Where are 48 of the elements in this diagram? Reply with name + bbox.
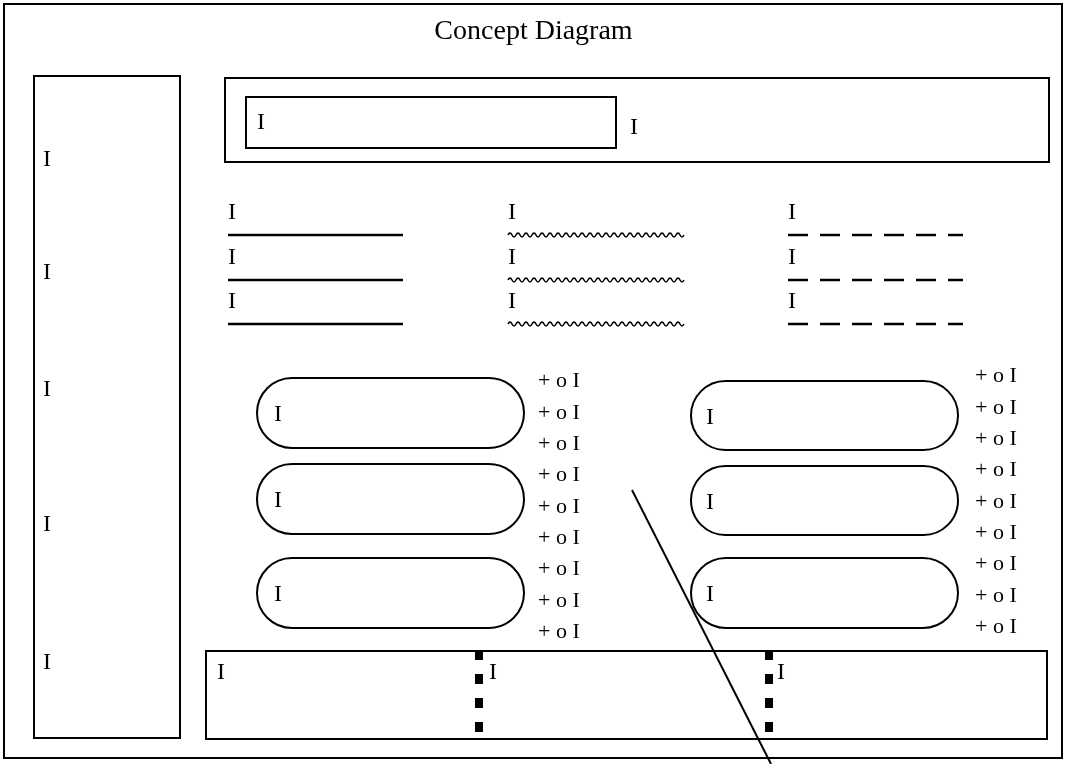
box-label: I [777, 658, 785, 684]
side-note: + o I [538, 367, 580, 393]
side-note: + o I [538, 461, 580, 487]
side-note: + o I [975, 581, 1017, 608]
box-label: I [706, 403, 714, 429]
box-label: I [489, 658, 497, 684]
field-label: I [228, 287, 236, 313]
field-label: I [228, 243, 236, 269]
side-note: + o I [975, 519, 1017, 545]
rounded-box [690, 557, 959, 629]
side-note: + o I [538, 555, 580, 581]
box-label: I [43, 375, 51, 401]
side-note: + o I [538, 618, 580, 644]
rectangle-box [245, 96, 617, 149]
field-label: I [788, 243, 796, 269]
diagram-title: Concept Diagram [433, 14, 634, 46]
side-note: + o I [538, 586, 580, 613]
side-note: + o I [538, 398, 580, 425]
box-label: I [706, 488, 714, 514]
box-label: I [274, 400, 282, 426]
side-panel [33, 75, 181, 739]
side-note: + o I [538, 430, 580, 456]
side-note: + o I [538, 524, 580, 550]
box-label: I [274, 486, 282, 512]
box-label: I [257, 108, 265, 134]
box-label: I [43, 145, 51, 171]
side-note: + o I [975, 550, 1017, 576]
box-label: I [274, 580, 282, 606]
side-note: + o I [975, 425, 1017, 451]
field-label: I [508, 198, 516, 224]
rectangle-box [224, 77, 1050, 163]
side-note: + o I [975, 362, 1017, 388]
field-label: I [508, 287, 516, 313]
field-label: I [228, 198, 236, 224]
box-label: I [43, 510, 51, 536]
side-note: + o I [975, 393, 1017, 420]
box-label: I [217, 658, 225, 684]
side-note: + o I [975, 613, 1017, 639]
box-label: I [43, 648, 51, 674]
side-note: + o I [975, 456, 1017, 482]
side-note: + o I [975, 487, 1017, 514]
field-label: I [788, 198, 796, 224]
side-note: + o I [538, 492, 580, 519]
field-label: I [508, 243, 516, 269]
box-label: I [706, 580, 714, 606]
box-label: I [630, 113, 638, 139]
field-label: I [788, 287, 796, 313]
box-label: I [43, 258, 51, 284]
